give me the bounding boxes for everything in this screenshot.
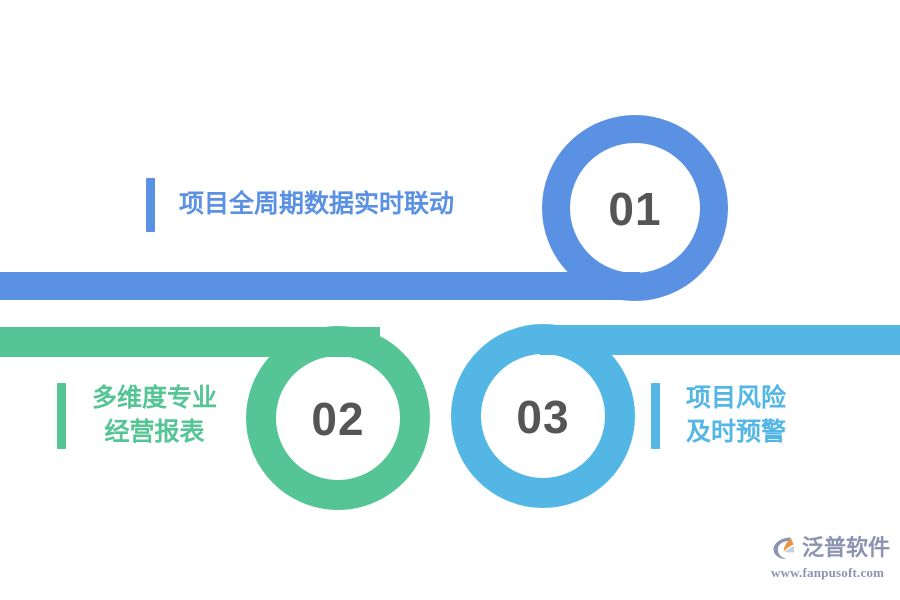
step-number-01: 01 xyxy=(608,183,662,235)
brand-name: 泛普软件 xyxy=(802,535,891,560)
accent-bar-01 xyxy=(146,178,155,232)
brand-row: 泛普软件 xyxy=(770,534,890,562)
brand-url: www.fanpusoft.com xyxy=(771,565,885,580)
step-01-ribbon xyxy=(0,115,728,301)
step-label-block-01: 项目全周期数据实时联动 xyxy=(146,178,454,232)
step-label-text-03: 项目风险 及时预警 xyxy=(686,384,787,446)
step-number-02: 02 xyxy=(311,393,365,445)
accent-bar-03 xyxy=(651,382,660,449)
step-label-text-01: 项目全周期数据实时联动 xyxy=(179,190,455,219)
step-03-ribbon xyxy=(451,324,900,508)
fanpu-logo-icon xyxy=(773,537,795,559)
brand-watermark: 泛普软件 www.fanpusoft.com xyxy=(770,534,890,581)
step-label-block-02: 多维度专业 经营报表 xyxy=(57,382,217,449)
step-label-text-02: 多维度专业 经营报表 xyxy=(92,384,218,446)
step-02-ribbon xyxy=(0,326,430,510)
accent-bar-02 xyxy=(57,382,66,449)
step-number-03: 03 xyxy=(516,391,570,443)
step-label-block-03: 项目风险 及时预警 xyxy=(651,382,786,449)
